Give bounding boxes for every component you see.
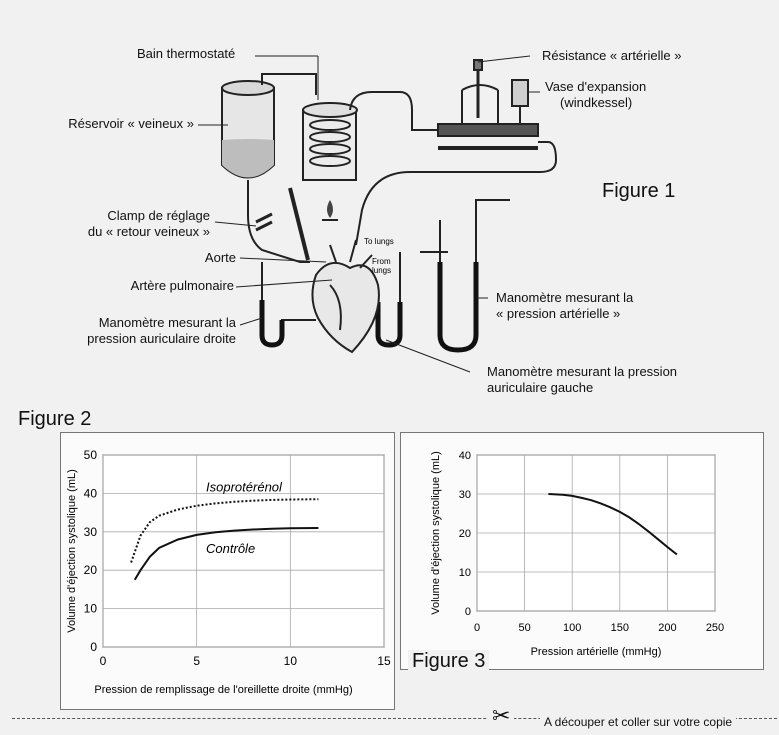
label-clamp-1: Clamp de réglage	[107, 208, 210, 223]
y-tick-label: 0	[465, 606, 471, 618]
y-tick-label: 0	[90, 640, 97, 654]
label-vase-2: (windkessel)	[560, 95, 633, 110]
label-clamp-2: du « retour veineux »	[87, 224, 210, 239]
x-tick-label: 150	[611, 622, 629, 634]
scissors-icon: ✂	[488, 704, 515, 728]
series-line-1	[133, 527, 319, 581]
series-line-0	[130, 498, 319, 563]
y-tick-label: 10	[459, 567, 471, 579]
tube-arterial-return	[355, 141, 558, 246]
label-bain: Bain thermostaté	[137, 46, 236, 61]
x-tick-label: 50	[518, 622, 530, 634]
x-tick-label: 0	[100, 654, 107, 668]
x-tick-label: 200	[658, 622, 676, 634]
windkessel-vessel	[511, 79, 529, 124]
y-tick-label: 50	[84, 448, 98, 462]
x-tick-label: 10	[284, 654, 298, 668]
x-tick-label: 15	[377, 654, 391, 668]
x-tick-label: 0	[474, 622, 480, 634]
y-tick-label: 30	[84, 525, 98, 539]
figure1-title: Figure 1	[602, 180, 676, 202]
plot-area	[102, 454, 385, 648]
x-axis-label: Pression artérielle (mmHg)	[531, 646, 662, 658]
label-mano-art-2: « pression artérielle »	[496, 306, 621, 321]
to-lungs-label: To lungs	[364, 237, 394, 246]
label-artere-pulmonaire: Artère pulmonaire	[130, 278, 234, 293]
figure1-drawing: To lungs From lungs	[198, 55, 558, 373]
y-tick-label: 10	[84, 602, 98, 616]
label-aorte: Aorte	[204, 250, 236, 265]
label-mano-gauche-2: auriculaire gauche	[487, 380, 594, 395]
series-label-1: Contrôle	[206, 541, 255, 556]
y-tick-label: 20	[459, 528, 471, 540]
label-vase-1: Vase d'expansion	[545, 79, 647, 94]
tube-bath-resistance	[349, 91, 440, 131]
y-axis-label: Volume d'éjection systolique (mL)	[66, 469, 78, 633]
series-label-0: Isoprotérénol	[206, 479, 283, 494]
resistance-manifold	[437, 59, 539, 150]
label-resistance: Résistance « artérielle »	[542, 48, 682, 63]
label-reservoir: Réservoir « veineux »	[68, 116, 194, 131]
figure2-title: Figure 2	[18, 408, 92, 430]
reservoir-vessel	[221, 80, 310, 263]
tube-reservoir-bath	[261, 73, 317, 95]
cut-line	[12, 718, 777, 719]
manometer-right-atrial	[259, 262, 316, 348]
x-tick-label: 5	[193, 654, 200, 668]
label-mano-droite-1: Manomètre mesurant la	[98, 315, 236, 330]
y-tick-label: 40	[84, 486, 98, 500]
x-axis-label: Pression de remplissage de l'oreillette …	[94, 684, 352, 696]
x-tick-label: 100	[563, 622, 581, 634]
y-tick-label: 30	[459, 489, 471, 501]
from-lungs-label-2: lungs	[372, 266, 391, 275]
thermometer	[288, 187, 310, 261]
y-axis-label: Volume d'éjection systolique (mL)	[430, 451, 442, 615]
x-tick-label: 250	[706, 622, 724, 634]
series-line-0	[548, 493, 678, 556]
figure3-title: Figure 3	[408, 650, 490, 673]
label-mano-art-1: Manomètre mesurant la	[496, 290, 634, 305]
heart	[311, 239, 380, 354]
footer-text: A découper et coller sur votre copie	[540, 714, 737, 730]
y-tick-label: 20	[84, 563, 98, 577]
from-lungs-label-1: From	[372, 257, 391, 266]
manometer-arterial	[420, 199, 510, 353]
venous-clamp	[255, 212, 273, 232]
thermostatic-bath	[302, 102, 358, 221]
y-tick-label: 40	[459, 450, 471, 462]
label-mano-gauche-1: Manomètre mesurant la pression	[487, 364, 678, 379]
label-mano-droite-2: pression auriculaire droite	[87, 331, 236, 346]
